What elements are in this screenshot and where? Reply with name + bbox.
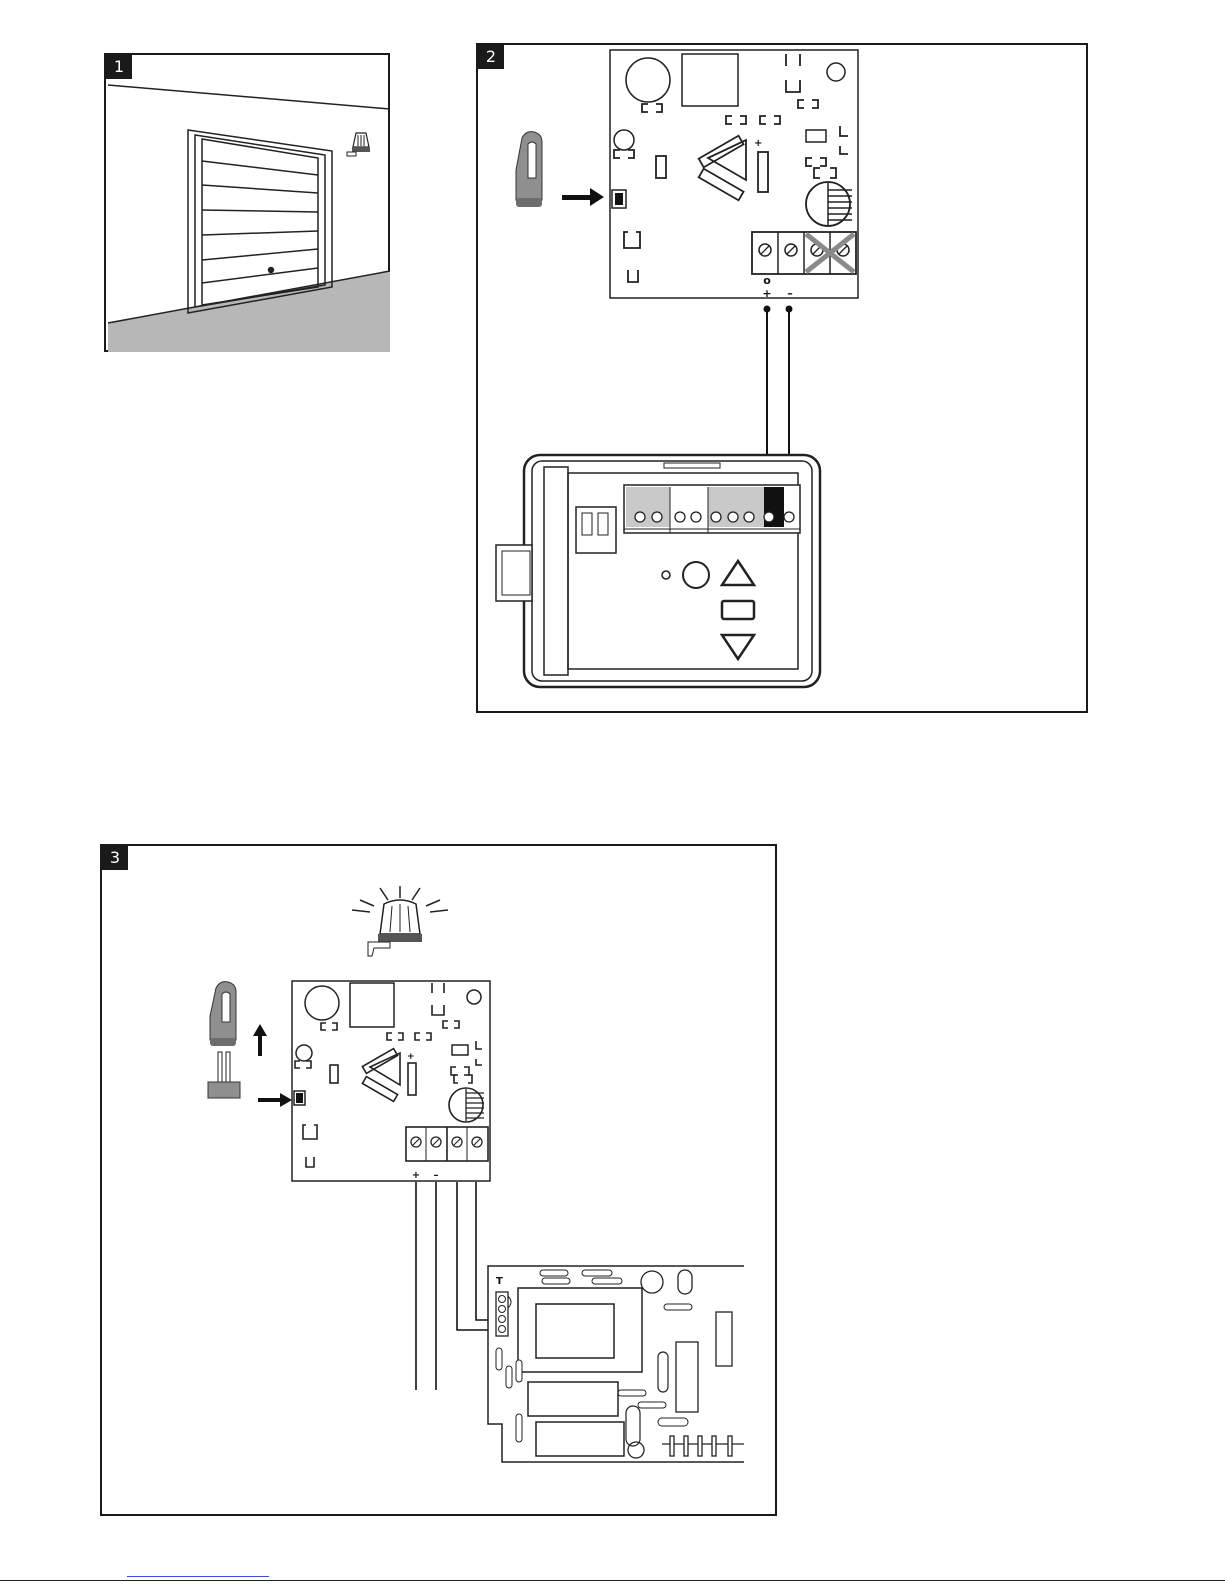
terminal-minus-label: – bbox=[787, 287, 793, 300]
terminal-t-label: T bbox=[496, 1276, 503, 1287]
garage-scene bbox=[106, 55, 392, 354]
panel-3: 3 bbox=[100, 844, 777, 1516]
receiver-unit bbox=[496, 455, 820, 687]
remote-transmitter-icon bbox=[210, 982, 236, 1046]
arrow-right-icon bbox=[562, 188, 604, 206]
terminal-plus-label: + bbox=[412, 1170, 420, 1181]
terminal-plus-label: + bbox=[762, 287, 771, 300]
stop-icon bbox=[722, 601, 754, 619]
floor bbox=[108, 271, 390, 352]
terminal-minus-label: – bbox=[434, 1170, 439, 1181]
motor-control-board: T bbox=[488, 1266, 744, 1462]
jumper-icon bbox=[612, 190, 626, 208]
remote-transmitter-icon bbox=[516, 132, 542, 207]
footer-link-underline[interactable] bbox=[127, 1576, 269, 1577]
jumper-icon bbox=[294, 1091, 305, 1105]
flashing-lamp-icon bbox=[352, 886, 448, 956]
svg-text:+: + bbox=[754, 138, 762, 149]
footer-rule bbox=[0, 1580, 1225, 1581]
jumper-pins-icon bbox=[208, 1052, 240, 1098]
receiver-learn-button bbox=[683, 562, 709, 588]
control-board: + bbox=[292, 981, 490, 1181]
terminal-block bbox=[752, 232, 856, 274]
arrow-right-icon bbox=[258, 1093, 292, 1107]
capacitor-icon bbox=[448, 1088, 484, 1122]
terminal-zero-label: o bbox=[763, 274, 771, 287]
receiver-terminal-strip bbox=[624, 485, 800, 533]
panel-2: 2 bbox=[476, 43, 1088, 713]
svg-text:+: + bbox=[407, 1052, 415, 1062]
control-board: + bbox=[610, 50, 858, 298]
panel-2-drawing: + bbox=[478, 45, 1090, 715]
terminal-block bbox=[406, 1127, 488, 1161]
panel-3-drawing: + bbox=[102, 846, 779, 1518]
warning-lamp-icon bbox=[347, 133, 370, 156]
arrow-up-icon bbox=[253, 1024, 267, 1056]
panel-1: 1 bbox=[104, 53, 390, 352]
